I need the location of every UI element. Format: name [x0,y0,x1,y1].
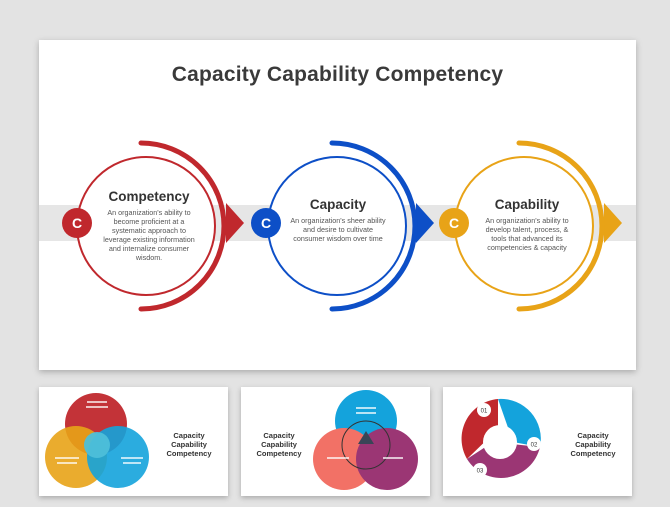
thumbnail-2[interactable]: Capacity Capability Competency [241,387,430,496]
thumbnail-3[interactable]: 01 02 03 Capacity Capability Competency [443,387,632,496]
capacity-desc: An organization's sheer ability and desi… [290,216,386,243]
main-diagram: C C C [39,140,636,312]
svg-text:01: 01 [481,409,488,415]
capacity-text: Capacity An organization's sheer ability… [290,197,386,243]
capacity-heading: Capacity [309,197,367,212]
competency-text: Competency An organization's ability to … [99,189,199,262]
capability-badge-circle [439,208,469,238]
capacity-badge-circle [251,208,281,238]
capability-badge-letter: C [449,215,459,231]
main-slide[interactable]: C C C Capacity Capability Competency Com… [39,40,636,370]
capability-outer-arc [516,140,605,312]
capacity-badge-letter: C [261,215,271,231]
thumbnail-2-title: Capacity Capability Competency [256,431,302,458]
yellow-arrow [604,203,622,243]
thumbnail-1-venn [45,393,149,488]
competency-desc: An organization's ability to become prof… [103,208,195,262]
thumbnail-1[interactable]: Capacity Capability Competency [39,387,228,496]
capability-text: Capability An organization's ability to … [479,197,575,252]
capacity-outer-arc [329,140,418,312]
main-title: Capacity Capability Competency [171,63,504,86]
competency-badge-circle [62,208,92,238]
capability-heading: Capability [494,197,560,212]
blue-arrow [416,203,434,243]
red-arrow [226,203,244,243]
competency-badge-letter: C [72,215,82,231]
capability-desc: An organization's ability to develop tal… [485,216,569,252]
thumbnail-3-title: Capacity Capability Competency [570,431,616,458]
thumbnail-1-title: Capacity Capability Competency [166,431,212,458]
competency-heading: Competency [108,189,190,204]
competency-outer-arc [138,140,227,312]
svg-text:02: 02 [531,443,538,449]
thumbnail-2-venn [313,390,418,490]
svg-text:03: 03 [477,469,484,475]
thumbnail-3-cycle: 01 02 03 [461,398,541,478]
